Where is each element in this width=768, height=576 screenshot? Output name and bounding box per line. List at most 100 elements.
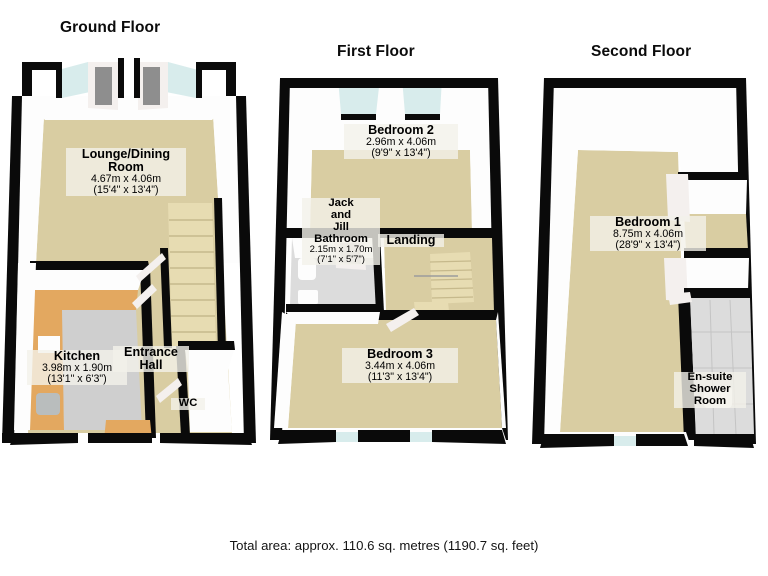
floor-title-first: First Floor bbox=[337, 43, 415, 60]
room-label-entrance-hall: Entrance Hall bbox=[113, 345, 189, 373]
ground-left-wall-face bbox=[18, 96, 45, 263]
floor-title-ground: Ground Floor bbox=[60, 19, 161, 36]
bedroom1-dim-metric: 8.75m x 4.06m bbox=[612, 228, 684, 241]
lounge-dim-metric: 4.67m x 4.06m bbox=[90, 173, 162, 186]
stair-wall-right bbox=[214, 198, 226, 353]
bedroom1-name: Bedroom 1 bbox=[615, 215, 681, 229]
second-cupboard-2-face bbox=[686, 258, 749, 290]
bathroom-dim-imperial: (7'1" x 5'7") bbox=[317, 254, 365, 266]
bedroom3-door[interactable] bbox=[386, 308, 419, 332]
kitchen-counter-top bbox=[34, 290, 138, 310]
wc-door[interactable] bbox=[156, 378, 182, 403]
ground-wall-bay-left bbox=[56, 62, 62, 98]
second-left-wall-face bbox=[540, 78, 578, 432]
ensuite-floor bbox=[690, 298, 754, 434]
room-label-en-suite-shower-room: En-suite Shower Room bbox=[674, 371, 746, 408]
second-cupboard-door-2[interactable] bbox=[664, 258, 688, 302]
second-outer-wall-top bbox=[544, 78, 746, 88]
first-outer-wall-right bbox=[488, 78, 508, 440]
first-outer-wall-top bbox=[280, 78, 498, 88]
ground-floor-drawing bbox=[2, 58, 256, 445]
room-label-bedroom-3: Bedroom 3 3.44m x 4.06m (11'3" x 13'4") bbox=[342, 347, 458, 384]
ground-outer-wall-left bbox=[2, 96, 22, 443]
bedroom2-name: Bedroom 2 bbox=[368, 123, 434, 137]
first-lower-divider bbox=[370, 310, 498, 320]
bathroom-dim-metric: 2.15m x 1.70m bbox=[309, 244, 373, 256]
ensuite-name-line3: Room bbox=[693, 394, 727, 407]
bedroom2-window-sill-left bbox=[341, 114, 376, 120]
bedroom1-dim-imperial: (28'9" x 13'4") bbox=[615, 239, 681, 252]
ground-wall-bay-mid-r bbox=[134, 58, 140, 98]
bathroom-name-line1: Jack bbox=[328, 197, 354, 209]
first-bottom-window-left bbox=[336, 432, 358, 442]
landing-name: Landing bbox=[386, 233, 436, 247]
kitchen-dim-metric: 3.98m x 1.90m bbox=[41, 362, 113, 375]
ground-wall-bay-mid-l bbox=[118, 58, 124, 98]
second-bottom-window bbox=[614, 436, 636, 446]
first-staircase bbox=[430, 252, 474, 304]
bedroom3-dim-imperial: (11'3" x 13'4") bbox=[367, 371, 433, 384]
room-label-wc: WC bbox=[171, 397, 205, 410]
bathroom-name-line2: and bbox=[330, 208, 352, 221]
ensuite-name-line1: En-suite bbox=[687, 371, 733, 383]
bathroom-name-line3: Jill bbox=[333, 220, 349, 233]
kitchen-divider-wall bbox=[30, 261, 150, 270]
bedroom3-right-wall-face bbox=[496, 312, 506, 428]
lounge-dim-imperial: (15'4" x 13'4") bbox=[93, 184, 159, 197]
ground-wall-top-right2 bbox=[198, 62, 226, 70]
bathroom-name-line4: Bathroom bbox=[314, 232, 368, 245]
bay-glass-right bbox=[166, 62, 198, 98]
ground-outer-wall-right bbox=[236, 96, 256, 443]
ground-wall-top-left2 bbox=[32, 62, 58, 70]
ground-wall-top-left bbox=[22, 62, 32, 96]
second-top-wall-face bbox=[554, 78, 736, 152]
ground-staircase bbox=[168, 203, 216, 348]
room-label-landing: Landing bbox=[378, 233, 444, 248]
bedroom2-dim-imperial: (9'9" x 13'4") bbox=[371, 147, 431, 160]
second-outer-wall-left bbox=[532, 78, 554, 444]
hall-door-to-kitchen[interactable] bbox=[132, 284, 157, 309]
bedroom3-name: Bedroom 3 bbox=[367, 347, 433, 361]
first-bottom-wall-c bbox=[432, 430, 506, 444]
wc-floor-face bbox=[188, 370, 232, 432]
second-bottom-wall-b bbox=[636, 434, 688, 446]
ground-bottom-wall-left bbox=[2, 433, 14, 443]
second-bottom-wall-c bbox=[694, 434, 754, 448]
room-label-jack-and-jill-bathroom: Jack and Jill Bathroom 2.15m x 1.70m (7'… bbox=[302, 197, 380, 266]
ground-bottom-wall-c bbox=[160, 433, 252, 445]
lounge-name-line2: Room bbox=[108, 160, 144, 175]
second-cupboard-divider-1 bbox=[678, 172, 747, 180]
wc-back-wall-face bbox=[185, 350, 234, 370]
room-label-kitchen: Kitchen 3.98m x 1.90m (13'1" x 6'3") bbox=[27, 349, 127, 386]
french-door-right-glass bbox=[143, 67, 160, 105]
first-bottom-window-right bbox=[410, 432, 432, 442]
bedroom3-dim-metric: 3.44m x 4.06m bbox=[364, 360, 436, 373]
ensuite-name-line2: Shower bbox=[689, 382, 731, 395]
ground-bottom-wall-a bbox=[10, 433, 78, 445]
bathroom-bottom-wall bbox=[286, 304, 382, 314]
floor-title-second: Second Floor bbox=[591, 43, 692, 60]
hall-name-line2: Hall bbox=[139, 358, 163, 373]
stair-wall-left bbox=[160, 248, 172, 348]
room-label-bedroom-1: Bedroom 1 8.75m x 4.06m (28'9" x 13'4") bbox=[590, 215, 706, 252]
kitchen-left-wall-face bbox=[14, 263, 36, 430]
kitchen-sink bbox=[36, 393, 60, 415]
lounge-name-line1: Lounge/Dining bbox=[81, 147, 171, 161]
bedroom3-top-wall-face bbox=[286, 312, 380, 324]
bay-glass-left bbox=[58, 62, 90, 98]
ensuite-door[interactable] bbox=[668, 292, 692, 305]
french-door-left-glass bbox=[95, 67, 112, 105]
hall-door-to-lounge[interactable] bbox=[136, 253, 166, 282]
second-cupboard-door-1[interactable] bbox=[666, 174, 690, 222]
wc-divider-wall bbox=[178, 341, 235, 350]
bedroom2-window-sill-right bbox=[405, 114, 440, 120]
ground-wall-top-right bbox=[226, 62, 236, 96]
second-bottom-wall-a bbox=[540, 434, 614, 448]
room-label-lounge-dining: Lounge/Dining Room 4.67m x 4.06m (15'4" … bbox=[66, 147, 186, 197]
bedroom3-left-wall-face bbox=[274, 312, 296, 428]
second-cupboard-1-face bbox=[682, 180, 747, 214]
room-label-bedroom-2: Bedroom 2 2.96m x 4.06m (9'9" x 13'4") bbox=[344, 123, 458, 160]
hall-name-line1: Entrance bbox=[124, 345, 178, 359]
first-stair-treads bbox=[429, 260, 474, 299]
